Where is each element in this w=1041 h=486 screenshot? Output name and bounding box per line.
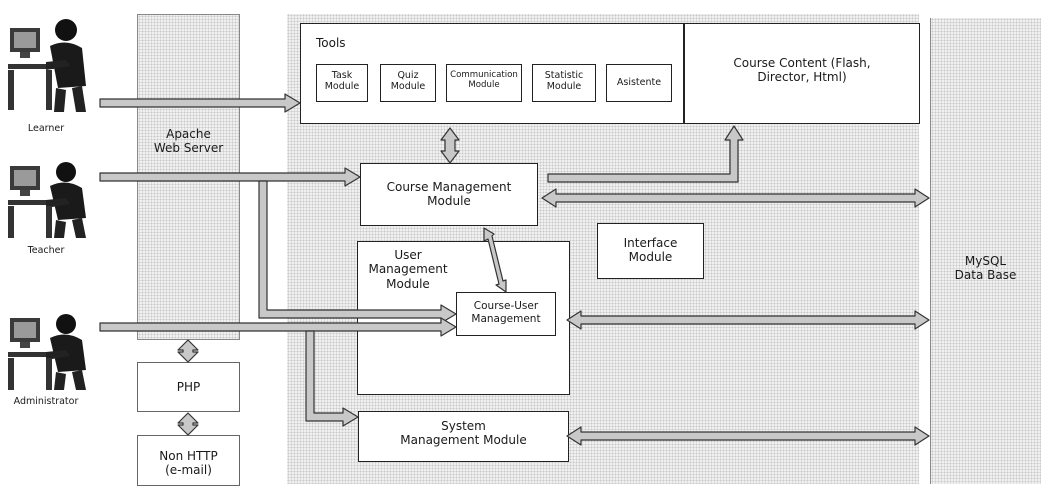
apache-php-arrow	[178, 340, 198, 362]
tools-course-management-arrow	[441, 128, 459, 163]
administrator-to-course-user-arrow	[100, 318, 456, 336]
teacher-to-course-user-arrow	[259, 181, 456, 323]
course-management-course-user-arrow	[484, 228, 506, 292]
learner-to-tools-arrow	[100, 94, 300, 112]
teacher-to-course-management-arrow	[100, 168, 360, 186]
administrator-to-system-management-arrow	[306, 331, 358, 426]
course-management-to-content-arrow	[548, 126, 743, 182]
course-management-database-arrow	[542, 189, 929, 207]
course-user-database-arrow	[567, 311, 929, 329]
system-management-database-arrow	[567, 427, 929, 445]
php-non-http-arrow	[178, 413, 198, 435]
